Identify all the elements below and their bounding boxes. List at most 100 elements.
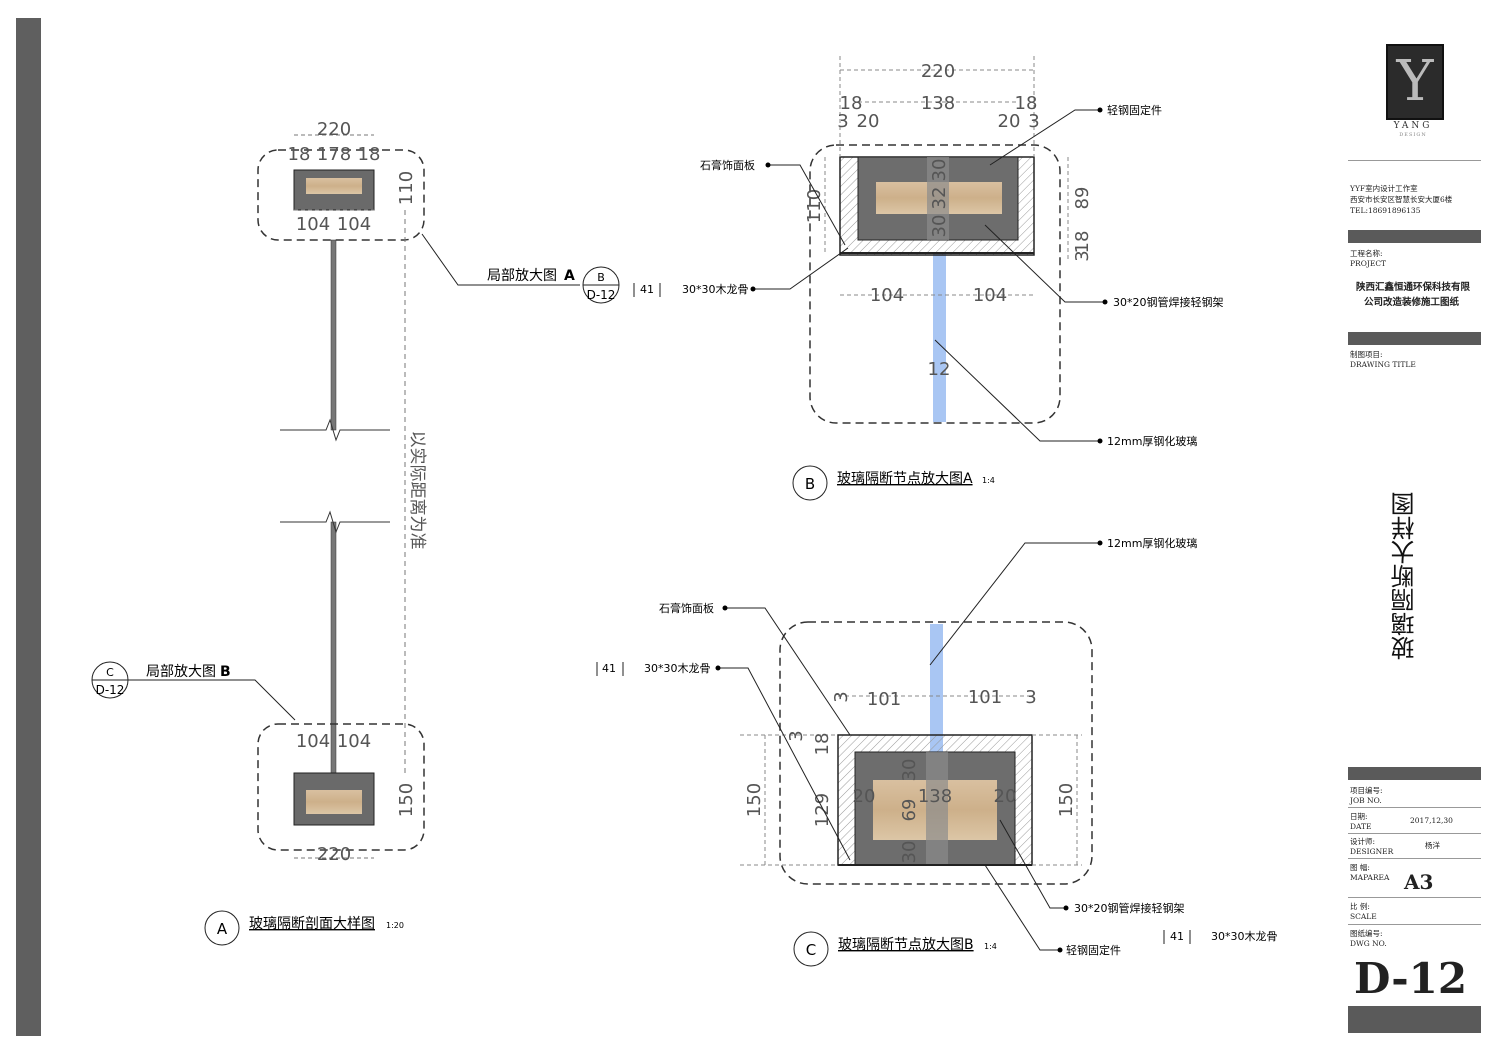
bar-project: [1348, 230, 1481, 243]
dim-b-18-v: 18: [1072, 231, 1093, 254]
detail-b-leaders: [753, 109, 1105, 442]
designer-value: 杨洋: [1425, 841, 1440, 850]
bar-drawing: [1348, 332, 1481, 345]
dim-c-18-v: 18: [812, 733, 833, 756]
callout-b: [91, 661, 296, 721]
dim-b-220: 220: [921, 61, 955, 82]
logo-letter: Y: [1396, 49, 1434, 114]
dim-b-30-bottom: 30: [929, 215, 950, 238]
project-name-2: 公司改造装修施工图纸: [1364, 297, 1460, 308]
project-label-en: PROJECT: [1350, 259, 1387, 268]
detail-c-marker-circle: [793, 931, 829, 967]
dim-b-110: 110: [804, 189, 825, 223]
title-block: Y YANG DESIGN YYF室内设计工作室 西安市长安区智慧长安大厦6楼 …: [1338, 0, 1500, 1061]
bar-job: [1348, 767, 1481, 780]
label-c-wood: 30*30木龙骨: [644, 662, 711, 675]
label-c-steel-fix: 轻钢固定件: [1066, 943, 1121, 957]
callout-a: [421, 233, 620, 304]
note-vertical-distance: 以实际距离为准: [407, 431, 427, 550]
drawing-label-cn: 制图项目:: [1350, 350, 1383, 359]
dim-b-18-right: 18: [1015, 93, 1038, 114]
dim-c-69: 69: [899, 799, 920, 822]
dim-c-150-right: 150: [1056, 783, 1077, 817]
callout-a-ref-top: B: [597, 271, 605, 284]
dim-b-18-left: 18: [840, 93, 863, 114]
detail-c-leaders: [718, 542, 1100, 951]
dim-b-30-top: 30: [929, 159, 950, 182]
detail-c-marker: C: [806, 941, 816, 959]
job-label-cn: 项目编号:: [1350, 786, 1383, 795]
detail-a-section: [257, 134, 425, 859]
logo: Y: [1386, 44, 1444, 120]
detail-b-leader-dots: [750, 107, 1108, 444]
label-c-frame: 30*20钢管焊接轻钢架: [1074, 901, 1185, 915]
dim-a-18-left: 18: [288, 144, 311, 165]
dim-c-3-right: 3: [1025, 687, 1036, 708]
area-label-en: MAPAREA: [1350, 873, 1390, 882]
studio-tel: TEL:18691896135: [1350, 206, 1421, 215]
label-b-gypsum: 石膏饰面板: [700, 158, 755, 172]
label-c-wood-code: 41: [602, 662, 616, 675]
label-b-glass: 12mm厚钢化玻璃: [1107, 434, 1197, 448]
date-value: 2017,12,30: [1410, 816, 1453, 825]
label-b-frame: 30*20钢管焊接轻钢架: [1113, 295, 1224, 309]
label-c-wood2: 30*30木龙骨: [1211, 930, 1278, 943]
dim-c-3-left: 3: [831, 691, 852, 702]
detail-a-marker-circle: [204, 910, 240, 946]
callout-a-label: 局部放大图: [487, 268, 557, 284]
dim-b-104-right: 104: [973, 285, 1007, 306]
dim-a-150: 150: [396, 783, 417, 817]
detail-a-title: 玻璃隔断剖面大样图: [249, 915, 375, 932]
detail-a-marker: A: [217, 920, 228, 938]
logo-sub: DESIGN: [1399, 132, 1427, 138]
dim-b-138: 138: [921, 93, 955, 114]
callout-b-letter: B: [220, 664, 231, 680]
label-b-wood: 30*30木龙骨: [682, 283, 749, 296]
dim-b-3-left: 3: [837, 111, 848, 132]
dim-a-178: 178: [317, 144, 351, 165]
dim-c-138: 138: [918, 786, 952, 807]
dim-c-3-v: 3: [786, 730, 807, 741]
dwg-number: D-12: [1354, 954, 1468, 1003]
dim-b-3-v: 3: [1072, 250, 1093, 261]
area-value: A3: [1404, 870, 1434, 894]
area-label-cn: 图 幅:: [1350, 863, 1370, 872]
dim-a-110: 110: [396, 171, 417, 205]
label-c-gypsum: 石膏饰面板: [659, 601, 714, 615]
detail-c-title: 玻璃隔断节点放大图B: [838, 936, 974, 953]
callout-b-ref-bottom: D-12: [96, 683, 125, 697]
dim-b-32: 32: [929, 187, 950, 210]
dwg-label-cn: 图纸编号:: [1350, 929, 1383, 938]
logo-text: YANG: [1393, 121, 1433, 131]
scale-label-cn: 比 例:: [1350, 902, 1370, 911]
label-b-wood-code: 41: [640, 283, 654, 296]
label-c-glass: 12mm厚钢化玻璃: [1107, 536, 1197, 550]
scale-label-en: SCALE: [1350, 912, 1377, 921]
dim-b-3-right: 3: [1028, 111, 1039, 132]
label-c-wood2-code: 41: [1170, 930, 1184, 943]
dim-c-101-right: 101: [968, 687, 1002, 708]
designer-label-cn: 设计师:: [1350, 837, 1376, 846]
dim-a-104-bottom-right: 104: [337, 731, 371, 752]
dim-c-20-right: 20: [994, 786, 1017, 807]
dim-b-20-right: 20: [998, 111, 1021, 132]
dim-b-glass-12: 12: [928, 359, 951, 380]
bar-bottom: [1348, 1006, 1481, 1033]
job-label-en: JOB NO.: [1350, 796, 1382, 805]
detail-a-scale: 1:20: [386, 921, 404, 930]
callout-a-letter: A: [564, 268, 575, 284]
dim-c-20-left: 20: [853, 786, 876, 807]
dwg-label-en: DWG NO.: [1350, 939, 1387, 948]
label-b-steel-fix: 轻钢固定件: [1107, 103, 1162, 117]
dim-c-101-left: 101: [867, 689, 901, 710]
detail-b-node: [809, 56, 1069, 424]
project-name-1: 陕西汇鑫恒通环保科技有限: [1356, 282, 1471, 293]
dim-a-104-right: 104: [337, 214, 371, 235]
sheet-border-bar: [16, 18, 41, 1036]
dim-a-104-left: 104: [296, 214, 330, 235]
detail-b-marker-circle: [792, 465, 828, 501]
detail-c-node: [740, 621, 1093, 885]
detail-b-title: 玻璃隔断节点放大图A: [837, 470, 973, 487]
detail-b-scale: 1:4: [982, 476, 995, 485]
